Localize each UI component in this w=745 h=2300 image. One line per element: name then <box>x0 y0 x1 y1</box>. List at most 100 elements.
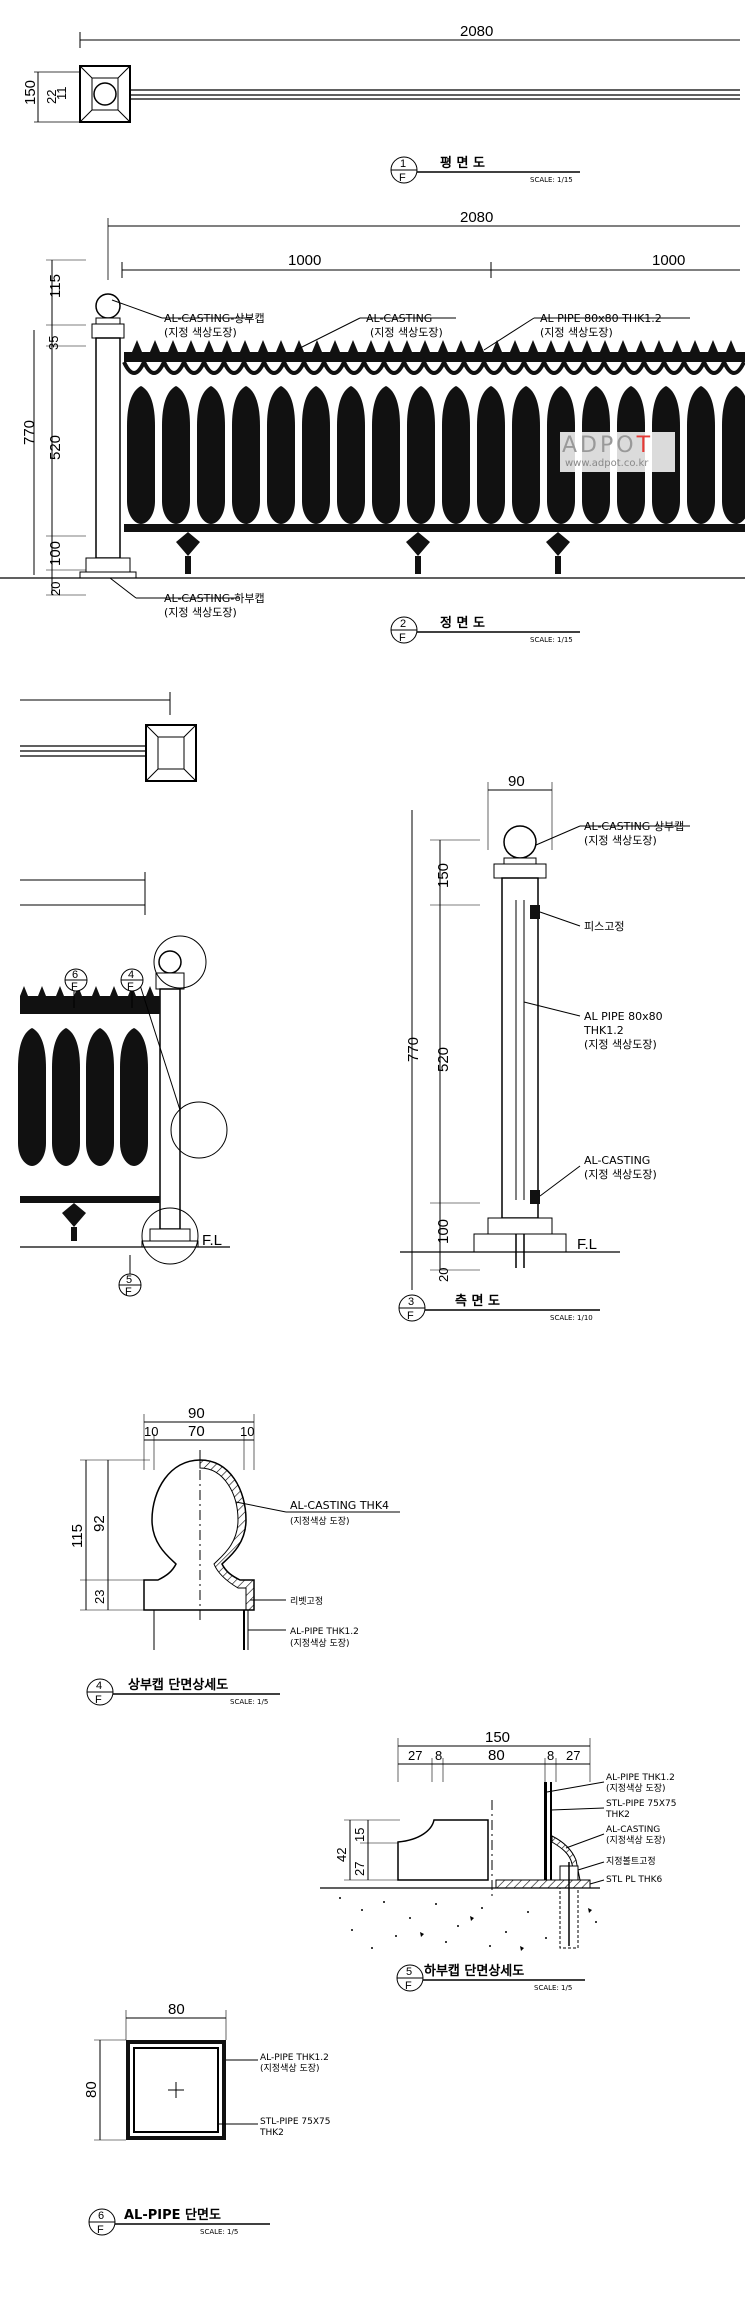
dim-elev-35: 35 <box>46 336 61 350</box>
callout-5-sheet: F <box>125 1286 132 1298</box>
d5-note-plate: STL PL THK6 <box>606 1875 663 1885</box>
side-note-casting: AL-CASTING <box>584 1154 650 1167</box>
detail-6: 80 80 AL-PIPE THK1.2 (지정색상 도장) STL-PIPE … <box>83 2001 330 2236</box>
title-6-name: AL-PIPE 단면도 <box>124 2207 221 2223</box>
bottom-finials <box>176 532 570 574</box>
d4-dim-23: 23 <box>92 1590 107 1604</box>
d5-dim-80: 80 <box>488 1747 505 1764</box>
d5-dim-150: 150 <box>485 1729 510 1746</box>
post-plan <box>79 65 131 123</box>
d5-dim-8b: 8 <box>547 1748 554 1763</box>
callout-4-sheet: F <box>127 981 134 993</box>
d6-note-stl1: STL-PIPE 75X75 <box>260 2117 330 2127</box>
title-block-1: 1 F 평 면 도 SCALE: 1/15 <box>390 155 580 184</box>
d6-note-stl2: THK2 <box>259 2128 284 2138</box>
title-3-scale: SCALE: 1/10 <box>550 1314 593 1322</box>
d4-note-pipe-sub: (지정색상 도장) <box>290 1638 350 1649</box>
d5-dim-8a: 8 <box>435 1748 442 1763</box>
title-block-2: 2 F 정 면 도 SCALE: 1/15 <box>390 615 580 644</box>
plan-fragment <box>20 692 197 782</box>
dim-plan-11: 11 <box>54 87 69 101</box>
d5-note-stl2: THK2 <box>605 1810 630 1820</box>
title-4-sheet: F <box>95 1694 102 1706</box>
d5-note-pipe: AL-PIPE THK1.2 <box>606 1773 675 1783</box>
d4-note-pipe: AL-PIPE THK1.2 <box>290 1627 359 1637</box>
post-body <box>95 337 121 559</box>
side-notes: AL-CASTING 상부캡 (지정 색상도장) 피스고정 AL PIPE 80… <box>523 820 690 1197</box>
title-3-sheet: F <box>407 1310 414 1322</box>
d5-note-pipe-sub: (지정색상 도장) <box>606 1783 666 1794</box>
title-1-sheet: F <box>399 172 406 184</box>
callout-6-num: 6 <box>72 969 78 981</box>
title-2-scale: SCALE: 1/15 <box>530 636 573 644</box>
plan-view: 2080 150 22 11 1 F 평 면 도 SCALE: 1/15 <box>22 23 740 184</box>
dim-side-770: 770 <box>405 1037 422 1062</box>
d6-notes: AL-PIPE THK1.2 (지정색상 도장) STL-PIPE 75X75 … <box>218 2053 330 2138</box>
d5-notes: AL-PIPE THK1.2 (지정색상 도장) STL-PIPE 75X75 … <box>546 1773 676 1885</box>
title-2-sheet: F <box>399 632 406 644</box>
side-note-casting-sub: (지정 색상도장) <box>584 1168 657 1181</box>
dim-elev-total: 2080 <box>460 209 493 226</box>
dim-elev-770: 770 <box>21 420 38 445</box>
d6-note-pipe: AL-PIPE THK1.2 <box>260 2053 329 2063</box>
note-pipe-sub: (지정 색상도장) <box>540 326 613 339</box>
title-block-5: 5 F 하부캡 단면상세도 SCALE: 1/5 <box>396 1963 585 1992</box>
dim-elev-100: 100 <box>47 541 64 566</box>
callout-4-num: 4 <box>128 969 134 981</box>
title-block-4: 4 F 상부캡 단면상세도 SCALE: 1/5 <box>86 1677 280 1706</box>
watermark: ADPOT www.adpot.co.kr <box>560 432 675 472</box>
d4-dim-10b: 10 <box>240 1424 254 1439</box>
dim-elev-1000a: 1000 <box>288 252 321 269</box>
watermark-brand-b: T <box>636 433 653 458</box>
d4-note-casting-sub: (지정색상 도장) <box>290 1516 350 1527</box>
d5-dim-27a: 27 <box>408 1748 422 1763</box>
elevation-view: 2080 1000 1000 115 35 770 520 100 20 <box>0 209 745 644</box>
watermark-url: www.adpot.co.kr <box>565 458 649 469</box>
d5-note-stl1: STL-PIPE 75X75 <box>606 1799 676 1809</box>
title-5-num: 5 <box>406 1966 412 1978</box>
side-note-cap-sub: (지정 색상도장) <box>584 834 657 847</box>
dim-plan-total: 2080 <box>460 23 493 40</box>
title-block-3: 3 F 측 면 도 SCALE: 1/10 <box>398 1293 600 1322</box>
title-6-sheet: F <box>97 2224 104 2236</box>
note-cap: AL-CASTING-상부캡 <box>164 312 265 325</box>
title-block-6: 6 F AL-PIPE 단면도 SCALE: 1/5 <box>88 2207 270 2236</box>
title-3-num: 3 <box>408 1296 414 1308</box>
title-3-name: 측 면 도 <box>455 1293 500 1309</box>
title-6-num: 6 <box>98 2210 104 2222</box>
dim-side-90: 90 <box>508 773 525 790</box>
title-1-name: 평 면 도 <box>440 155 485 171</box>
side-post <box>501 877 539 1219</box>
side-note-pipe-sub: (지정 색상도장) <box>584 1038 657 1051</box>
title-6-scale: SCALE: 1/5 <box>200 2228 238 2236</box>
side-note-pipe2: THK1.2 <box>583 1024 624 1037</box>
svg-text:ADPOT: ADPOT <box>562 433 653 458</box>
note-casting: AL-CASTING <box>366 312 432 325</box>
d5-dim-27b: 27 <box>566 1748 580 1763</box>
dim-side-520: 520 <box>435 1047 452 1072</box>
title-5-sheet: F <box>405 1980 412 1992</box>
d6-note-pipe-sub: (지정색상 도장) <box>260 2063 320 2074</box>
title-4-scale: SCALE: 1/5 <box>230 1698 268 1706</box>
callout-fl: F.L <box>202 1232 222 1249</box>
side-note-cap: AL-CASTING 상부캡 <box>584 820 684 833</box>
side-note-pipe1: AL PIPE 80x80 <box>584 1010 663 1023</box>
callout-5-num: 5 <box>126 1274 132 1286</box>
note-pipe: AL PIPE 80x80 THK1.2 <box>540 312 662 325</box>
detail-4: 90 10 70 10 115 92 23 AL-CASTING THK4 (지… <box>69 1405 400 1706</box>
side-ball <box>503 825 537 859</box>
watermark-brand-a: ADPO <box>562 433 637 458</box>
d4-dim-10a: 10 <box>144 1424 158 1439</box>
note-cap-sub: (지정 색상도장) <box>164 326 237 339</box>
detail-5: 150 27 8 80 8 27 42 27 15 <box>320 1729 676 1992</box>
title-5-scale: SCALE: 1/5 <box>534 1984 572 1992</box>
side-fl: F.L <box>577 1236 597 1253</box>
note-base-sub: (지정 색상도장) <box>164 606 237 619</box>
dim-side-20: 20 <box>436 1268 451 1282</box>
dim-elev-1000b: 1000 <box>652 252 685 269</box>
title-2-num: 2 <box>400 618 406 630</box>
d5-dim-27: 27 <box>352 1862 367 1876</box>
d5-dim-42: 42 <box>334 1848 349 1862</box>
d4-dim-90: 90 <box>188 1405 205 1422</box>
d5-note-casting: AL-CASTING <box>606 1825 660 1835</box>
